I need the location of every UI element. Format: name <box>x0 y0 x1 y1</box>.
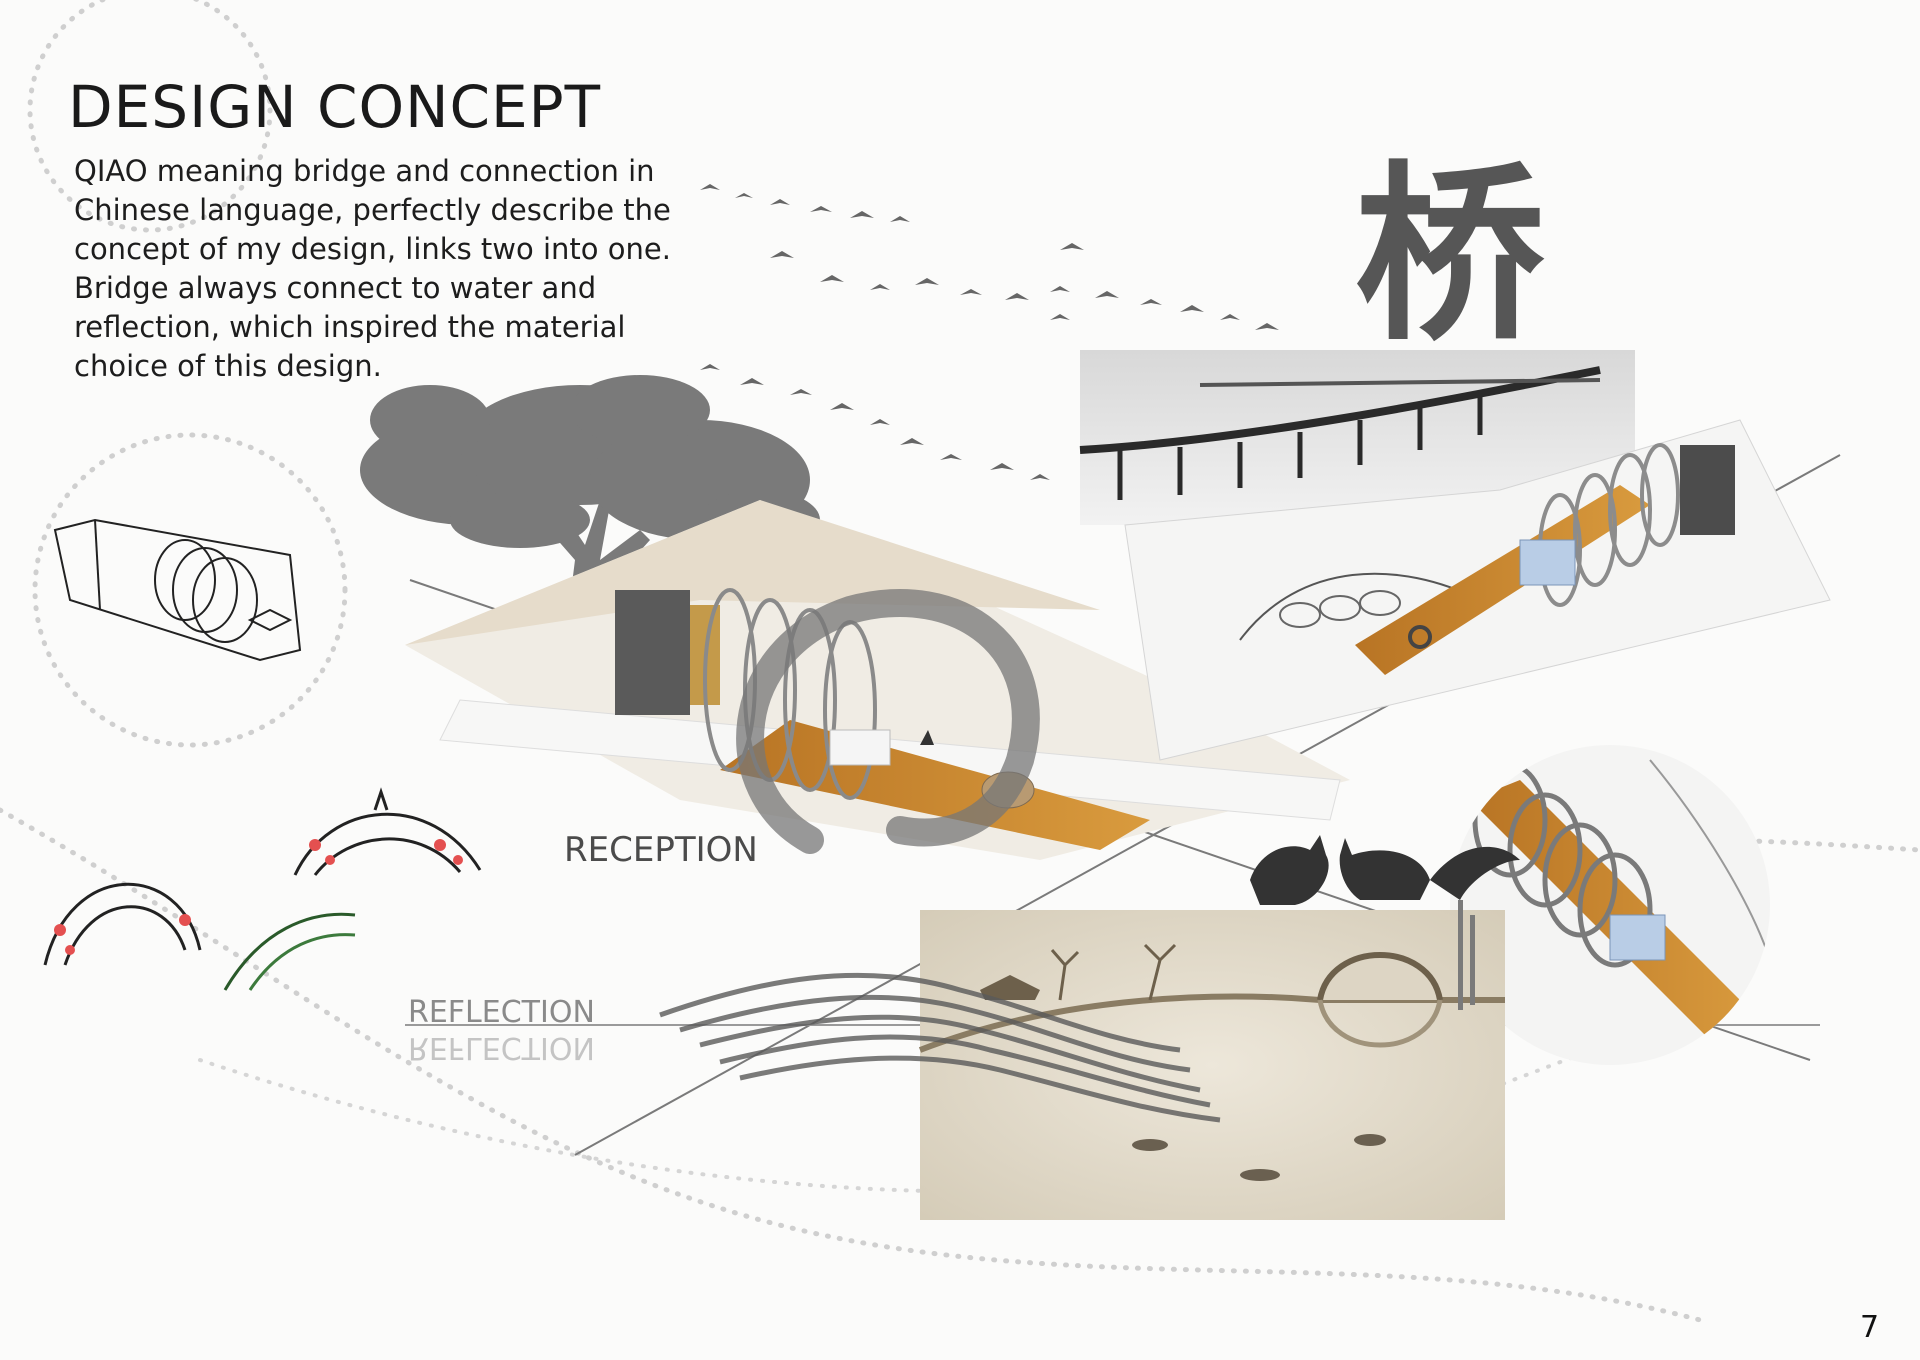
squirrels-silhouette <box>1250 835 1520 905</box>
qiao-calligraphy: 桥 <box>1355 143 1546 366</box>
ink-wave-strokes <box>659 972 1221 1123</box>
intro-line: Chinese language, perfectly describe the <box>74 193 671 227</box>
model-photo-reception <box>405 500 1350 860</box>
ink-enso-brush <box>736 589 1040 854</box>
page-number: 7 <box>1860 1310 1880 1345</box>
sketch-arch-bridge-left <box>43 882 202 966</box>
intro-line: concept of my design, links two into one… <box>74 232 671 266</box>
birds-flock <box>700 184 1279 486</box>
reception-label: RECEPTION <box>564 830 758 870</box>
model-detail-circle <box>1450 745 1770 1065</box>
sketch-arch-bridge-green <box>223 912 356 991</box>
intro-line: reflection, which inspired the material <box>74 310 626 344</box>
model-photo-right <box>1124 419 1831 761</box>
dotted-circle-sketch <box>32 432 348 748</box>
intro-line: Bridge always connect to water and <box>74 271 597 305</box>
intro-paragraph: QIAO meaning bridge and connection in Ch… <box>74 152 694 386</box>
sketch-arch-bridge-red <box>293 787 482 876</box>
sketch-reception-box <box>53 518 302 662</box>
reflection-photo-arch-bridge <box>918 910 1505 1220</box>
reflection-label-mirrored: REFLECTION <box>408 1030 595 1065</box>
page-title: DESIGN CONCEPT <box>68 73 602 141</box>
dotted-curve-bottom <box>0 807 1703 1323</box>
intro-line: choice of this design. <box>74 349 382 383</box>
reflection-label: REFLECTION <box>408 995 595 1030</box>
dotted-circle-top-left <box>27 0 273 233</box>
intro-line: QIAO meaning bridge and connection in <box>74 154 655 188</box>
calligraphy-column <box>1458 900 1475 1010</box>
